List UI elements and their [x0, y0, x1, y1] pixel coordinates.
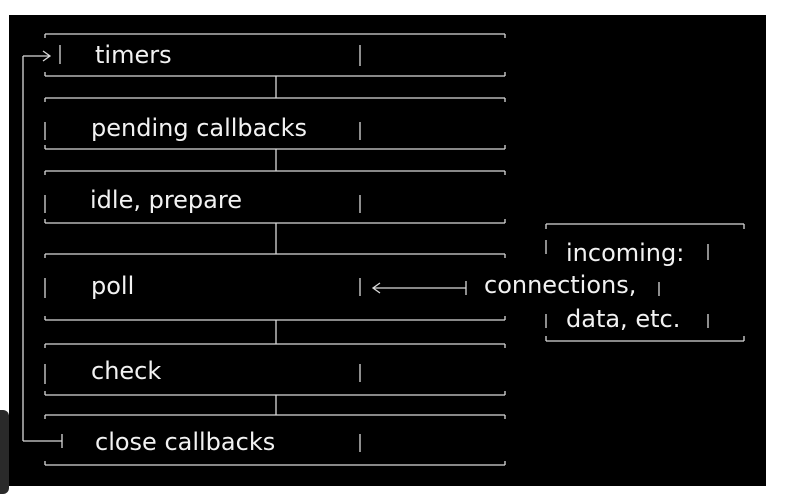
- incoming-label-line1: incoming:: [566, 239, 684, 267]
- incoming-label-line3: data, etc.: [566, 305, 680, 333]
- phase-idle-prepare: idle, prepare: [44, 170, 506, 224]
- phase-check: check: [44, 343, 506, 396]
- incoming-to-poll-arrow: [371, 281, 467, 295]
- phase-label-timers: timers: [95, 41, 172, 69]
- phase-label-idle-prepare: idle, prepare: [90, 186, 242, 214]
- incoming-label-line2: connections,: [484, 271, 636, 299]
- incoming-box: incoming: connections, data, etc.: [484, 223, 745, 342]
- phase-close-callbacks: close callbacks: [44, 414, 506, 466]
- side-tab: [0, 410, 9, 494]
- phase-label-poll: poll: [91, 272, 134, 300]
- phase-poll: poll: [44, 253, 506, 321]
- loop-back-arrow: [22, 50, 63, 448]
- phase-label-check: check: [91, 357, 161, 385]
- phase-label-close-callbacks: close callbacks: [95, 428, 275, 456]
- phase-timers: timers: [44, 33, 506, 77]
- phase-pending-callbacks: pending callbacks: [44, 97, 506, 150]
- diagram-background: [9, 15, 766, 486]
- phase-label-pending-callbacks: pending callbacks: [91, 114, 307, 142]
